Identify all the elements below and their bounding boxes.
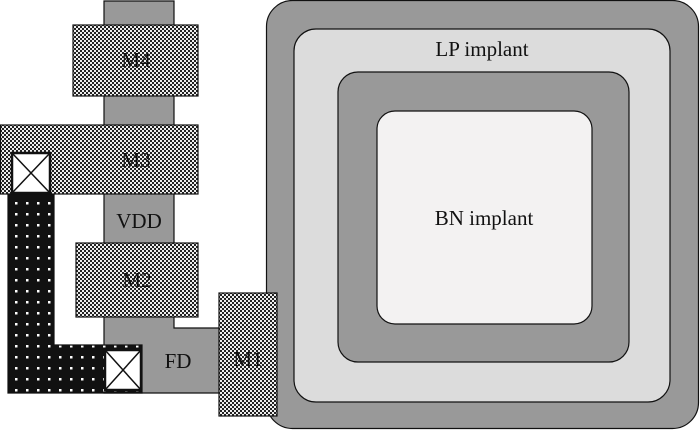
photodiode-region: LP implant BN implant [265, 0, 700, 430]
gate-m4 [72, 24, 199, 97]
vdd-label: VDD [116, 209, 162, 233]
lp-implant-label: LP implant [435, 37, 528, 61]
fd-label: FD [165, 349, 192, 373]
m3-label: M3 [121, 148, 150, 172]
m2-label: M2 [122, 268, 151, 292]
contact-fd [103, 348, 143, 392]
m4-label: M4 [121, 48, 151, 72]
gate-m2 [75, 242, 199, 318]
contact-m3-gate [10, 151, 52, 195]
m1-label: M1 [233, 347, 262, 371]
bn-implant-label: BN implant [435, 206, 534, 230]
bn-implant-region [376, 110, 593, 325]
gate-m1 [218, 292, 278, 417]
